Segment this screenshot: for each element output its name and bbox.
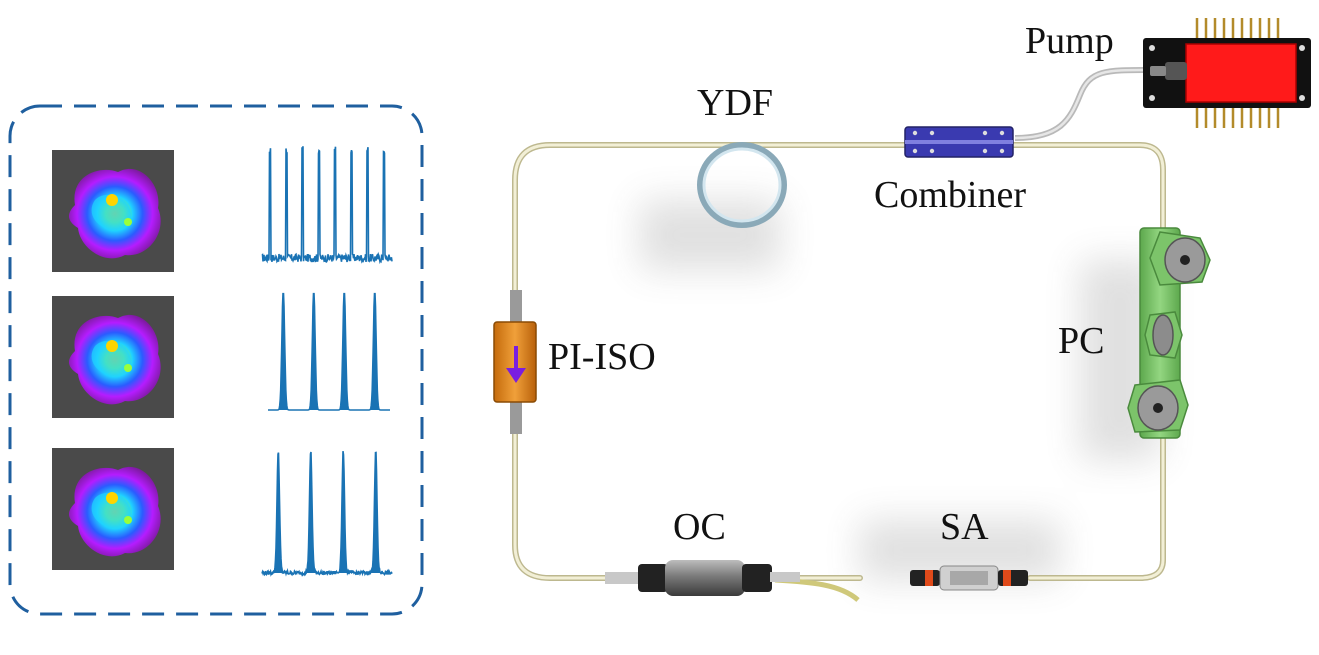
saturable-absorber [910, 565, 1028, 591]
pulse-train-trace [261, 146, 393, 265]
pi-iso-label: PI-ISO [548, 336, 656, 378]
combiner-label: Combiner [874, 174, 1026, 216]
output-coupler [605, 560, 800, 596]
fiber-loop [512, 67, 1166, 602]
ydf-label: YDF [697, 82, 774, 124]
pulse-trace-line [261, 450, 393, 577]
combiner-device [904, 126, 1014, 158]
pulse-train-trace [261, 450, 393, 577]
direction-arrow-icon [506, 368, 526, 383]
beam-profile-image [52, 448, 174, 570]
sa-label: SA [940, 506, 989, 548]
pc-label: PC [1058, 320, 1105, 362]
beam-profile-image [52, 296, 174, 418]
ydf-fiber-coil [697, 142, 787, 228]
inset-dashed-border [8, 104, 424, 616]
beam-profile-image [52, 150, 174, 272]
polarization-controller [1127, 227, 1211, 439]
pulse-trace-line [268, 292, 390, 411]
oc-label: OC [673, 506, 726, 548]
polarization-independent-isolator [493, 290, 537, 434]
pulse-trace-fill [262, 146, 392, 262]
pump-label: Pump [1025, 20, 1114, 62]
pump-laser-module [1143, 18, 1311, 128]
pulse-train-trace [268, 292, 390, 411]
pulse-trace-line [261, 146, 393, 265]
